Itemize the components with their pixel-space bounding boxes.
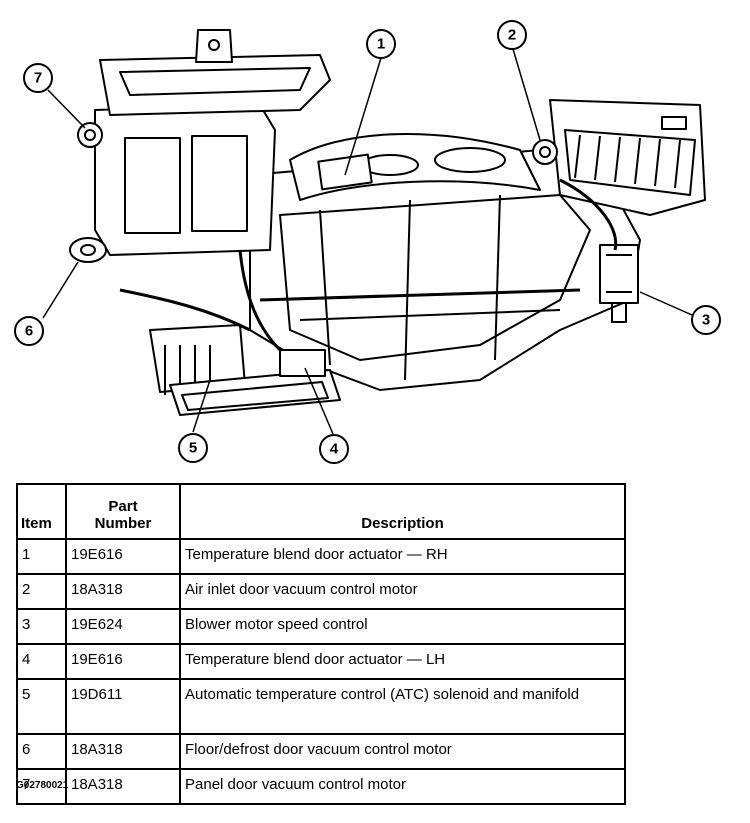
header-part-line2: Number	[94, 515, 152, 532]
row-description: Panel door vacuum control motor	[179, 768, 626, 805]
callout-label-6: 6	[25, 323, 33, 340]
row-item: 3	[16, 608, 67, 645]
row-description: Air inlet door vacuum control motor	[179, 573, 626, 610]
row-part-number: 19D611	[65, 678, 181, 735]
row-description: Temperature blend door actuator — LH	[179, 643, 626, 680]
callout-circle-5	[178, 433, 208, 463]
table-row: 7 18A318 Panel door vacuum control motor	[16, 768, 626, 805]
callout-circle-6	[14, 316, 44, 346]
table-row: 1 19E616 Temperature blend door actuator…	[16, 538, 626, 575]
callout-circle-3	[691, 305, 721, 335]
callout-label-5: 5	[189, 440, 197, 457]
row-description: Temperature blend door actuator — RH	[179, 538, 626, 575]
table-row: 5 19D611 Automatic temperature control (…	[16, 678, 626, 735]
hvac-assembly-illustration: 1 2 3 4 5 6 7	[14, 20, 721, 464]
header-item: Item	[16, 483, 67, 540]
table-header-row: Item Part Number Description	[16, 483, 626, 540]
callout-label-7: 7	[34, 70, 42, 87]
row-part-number: 18A318	[65, 573, 181, 610]
row-item: 6	[16, 733, 67, 770]
row-description: Blower motor speed control	[179, 608, 626, 645]
table-row: 2 18A318 Air inlet door vacuum control m…	[16, 573, 626, 610]
row-item: 1	[16, 538, 67, 575]
row-item: 7	[16, 768, 67, 805]
callout-circle-2	[497, 20, 527, 50]
callout-circle-4	[319, 434, 349, 464]
figure-id: G02780021	[16, 780, 69, 791]
row-part-number: 19E624	[65, 608, 181, 645]
row-part-number: 18A318	[65, 733, 181, 770]
row-item: 4	[16, 643, 67, 680]
callout-label-4: 4	[330, 441, 339, 458]
callout-circle-7	[23, 63, 53, 93]
row-part-number: 19E616	[65, 538, 181, 575]
table-row: 6 18A318 Floor/defrost door vacuum contr…	[16, 733, 626, 770]
header-description: Description	[179, 483, 626, 540]
row-item: 5	[16, 678, 67, 735]
header-part-number: Part Number	[65, 483, 181, 540]
callout-label-3: 3	[702, 312, 710, 329]
row-part-number: 18A318	[65, 768, 181, 805]
row-item: 2	[16, 573, 67, 610]
table-row: 3 19E624 Blower motor speed control	[16, 608, 626, 645]
row-description: Automatic temperature control (ATC) sole…	[179, 678, 626, 735]
callout-circle-1	[366, 29, 396, 59]
table-row: 4 19E616 Temperature blend door actuator…	[16, 643, 626, 680]
parts-table: Item Part Number Description 1 19E616 Te…	[16, 483, 626, 805]
row-part-number: 19E616	[65, 643, 181, 680]
callout-label-1: 1	[377, 36, 385, 53]
row-description: Floor/defrost door vacuum control motor	[179, 733, 626, 770]
callout-label-2: 2	[508, 27, 516, 44]
header-part-line1: Part	[108, 498, 138, 515]
